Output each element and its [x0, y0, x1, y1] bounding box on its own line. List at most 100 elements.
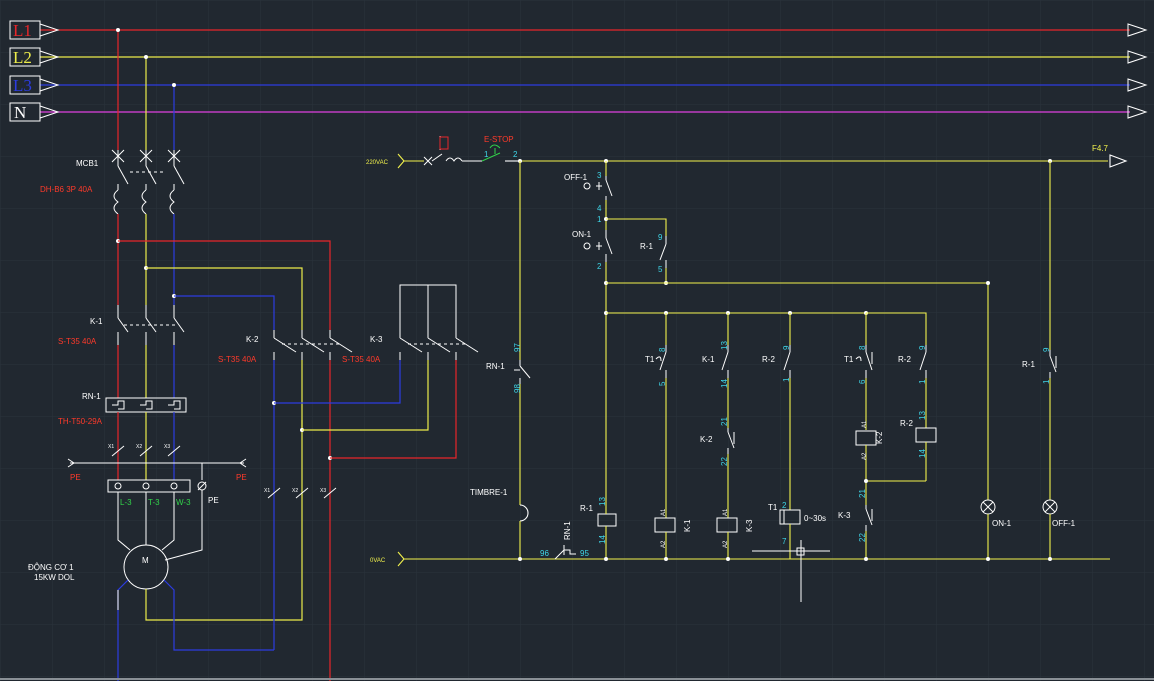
r2-b-label: R-2: [898, 355, 911, 364]
k1-coil: [654, 517, 676, 533]
k2-coil-a2: A2: [862, 452, 868, 460]
r2-a-label: R-2: [762, 355, 775, 364]
x1-label: X1: [108, 444, 114, 450]
motor-symbol-label: M: [142, 556, 149, 565]
t1-a-t8: 8: [658, 347, 667, 352]
k2-main-contacts: [273, 330, 353, 360]
k3-spec: S-T35 40A: [342, 355, 381, 364]
off-lamp-label: OFF-1: [1052, 519, 1076, 528]
k3-nc-t22: 22: [858, 533, 867, 542]
r1-hold-label: R-1: [640, 242, 653, 251]
supply-0-label: 0VAC: [370, 558, 386, 564]
r2-b-t9: 9: [918, 345, 927, 350]
rn-nc-label: RN-1: [563, 521, 572, 540]
motor-terminal-block: [107, 479, 191, 493]
mcb-name: MCB1: [76, 159, 99, 168]
t1-b-t8: 8: [858, 345, 867, 350]
supply-220-label: 220VAC: [366, 160, 389, 166]
control-labels: 220VAC 0VAC E-STOP 1 2 F4.7 OFF-1 3 4 ON…: [366, 135, 1109, 564]
r2-contact-a: [783, 345, 791, 378]
bus-l1-box: [9, 20, 41, 40]
t1-a-t5: 5: [658, 381, 667, 386]
y3-label: X3: [320, 488, 326, 494]
rn-nc-t96: 96: [540, 549, 549, 558]
rn-spec: TH-T50-29A: [58, 417, 103, 426]
r2-a-t1: 1: [782, 377, 791, 382]
bus-l2-box: [9, 47, 41, 67]
terminal-3-label: W-3: [176, 498, 191, 507]
t1-coil-label: T1: [768, 503, 778, 512]
k3-nc-t21: 21: [858, 489, 867, 498]
k3-coil-label: K-3: [745, 519, 754, 532]
k2-coil-a1: A1: [862, 420, 868, 428]
off1-label: OFF-1: [564, 173, 588, 182]
r1-out-label: R-1: [1022, 360, 1035, 369]
k1-name: K-1: [90, 317, 103, 326]
terminal-2-label: T-3: [148, 498, 160, 507]
off1-t4: 4: [597, 204, 602, 213]
r1-out-t9: 9: [1042, 347, 1051, 352]
on1-label: ON-1: [572, 230, 592, 239]
bus-n-label: N: [14, 103, 26, 122]
control-breaker: [423, 136, 463, 166]
t1-time-label: 0~30s: [804, 514, 826, 523]
k2-nc-label: K-2: [700, 435, 713, 444]
rn1-nc-contact: [554, 545, 576, 560]
r1-hold-t5: 5: [658, 265, 663, 274]
output-ref-label: F4.7: [1092, 144, 1109, 153]
k3-name: K-3: [370, 335, 383, 344]
k3-coil-a2: A2: [723, 540, 729, 548]
k3-nc-contact: [865, 505, 873, 531]
k2-spec: S-T35 40A: [218, 355, 257, 364]
t1-b-t6: 6: [858, 379, 867, 384]
t1-a-label: T1: [645, 355, 655, 364]
bus-l2-label: L2: [13, 48, 32, 67]
motor-rating: 15KW DOL: [34, 573, 75, 582]
k2-nc-contact: [727, 428, 735, 454]
t1-coil-t2: 2: [782, 501, 787, 510]
on1-t1: 1: [597, 215, 602, 224]
bus-l3-box: [9, 75, 41, 95]
bus-n-box: [9, 102, 41, 122]
estop-t2: 2: [513, 150, 518, 159]
rn-name: RN-1: [82, 392, 101, 401]
pe-terminal-label: PE: [208, 496, 219, 505]
estop-t1: 1: [484, 150, 489, 159]
r1-hold-t9: 9: [658, 233, 663, 242]
mcb-spec: DH-B6 3P 40A: [40, 185, 93, 194]
k1-coil-label: K-1: [683, 519, 692, 532]
bus-l1-label: L1: [13, 21, 32, 40]
timbre-label: TIMBRE-1: [470, 488, 508, 497]
k3-main-contacts: [399, 284, 479, 360]
on1-button: [583, 230, 613, 262]
t1-coil-t7: 7: [782, 537, 787, 546]
k3-coil-a1: A1: [723, 508, 729, 516]
rn-nc-t95: 95: [580, 549, 589, 558]
off1-t3: 3: [597, 171, 602, 180]
pe-right-label: PE: [236, 473, 247, 482]
r1-coil-t13: 13: [598, 497, 607, 506]
t1-b-label: T1: [844, 355, 854, 364]
y1-label: X1: [264, 488, 270, 494]
r1-coil: [597, 513, 617, 527]
k1-coil-a2: A2: [661, 540, 667, 548]
r1-nc-contact: [1049, 350, 1057, 378]
k2-nc-t21: 21: [720, 417, 729, 426]
rn-aux-label: RN-1: [486, 362, 505, 371]
r2-a-t9: 9: [782, 345, 791, 350]
x2-label: X2: [136, 444, 142, 450]
mcb1-breaker: [111, 149, 185, 215]
k1-coil-a1: A1: [661, 508, 667, 516]
k3-nc-label: K-3: [838, 511, 851, 520]
r1-hold-contact: [659, 236, 667, 268]
on1-t2: 2: [597, 262, 602, 271]
off1-button: [583, 176, 613, 200]
k1-aux-label: K-1: [702, 355, 715, 364]
r1-coil-t14: 14: [598, 535, 607, 544]
terminal-1-label: L-3: [120, 498, 132, 507]
r1-out-t1: 1: [1042, 379, 1051, 384]
r2-c-label: R-2: [900, 419, 913, 428]
